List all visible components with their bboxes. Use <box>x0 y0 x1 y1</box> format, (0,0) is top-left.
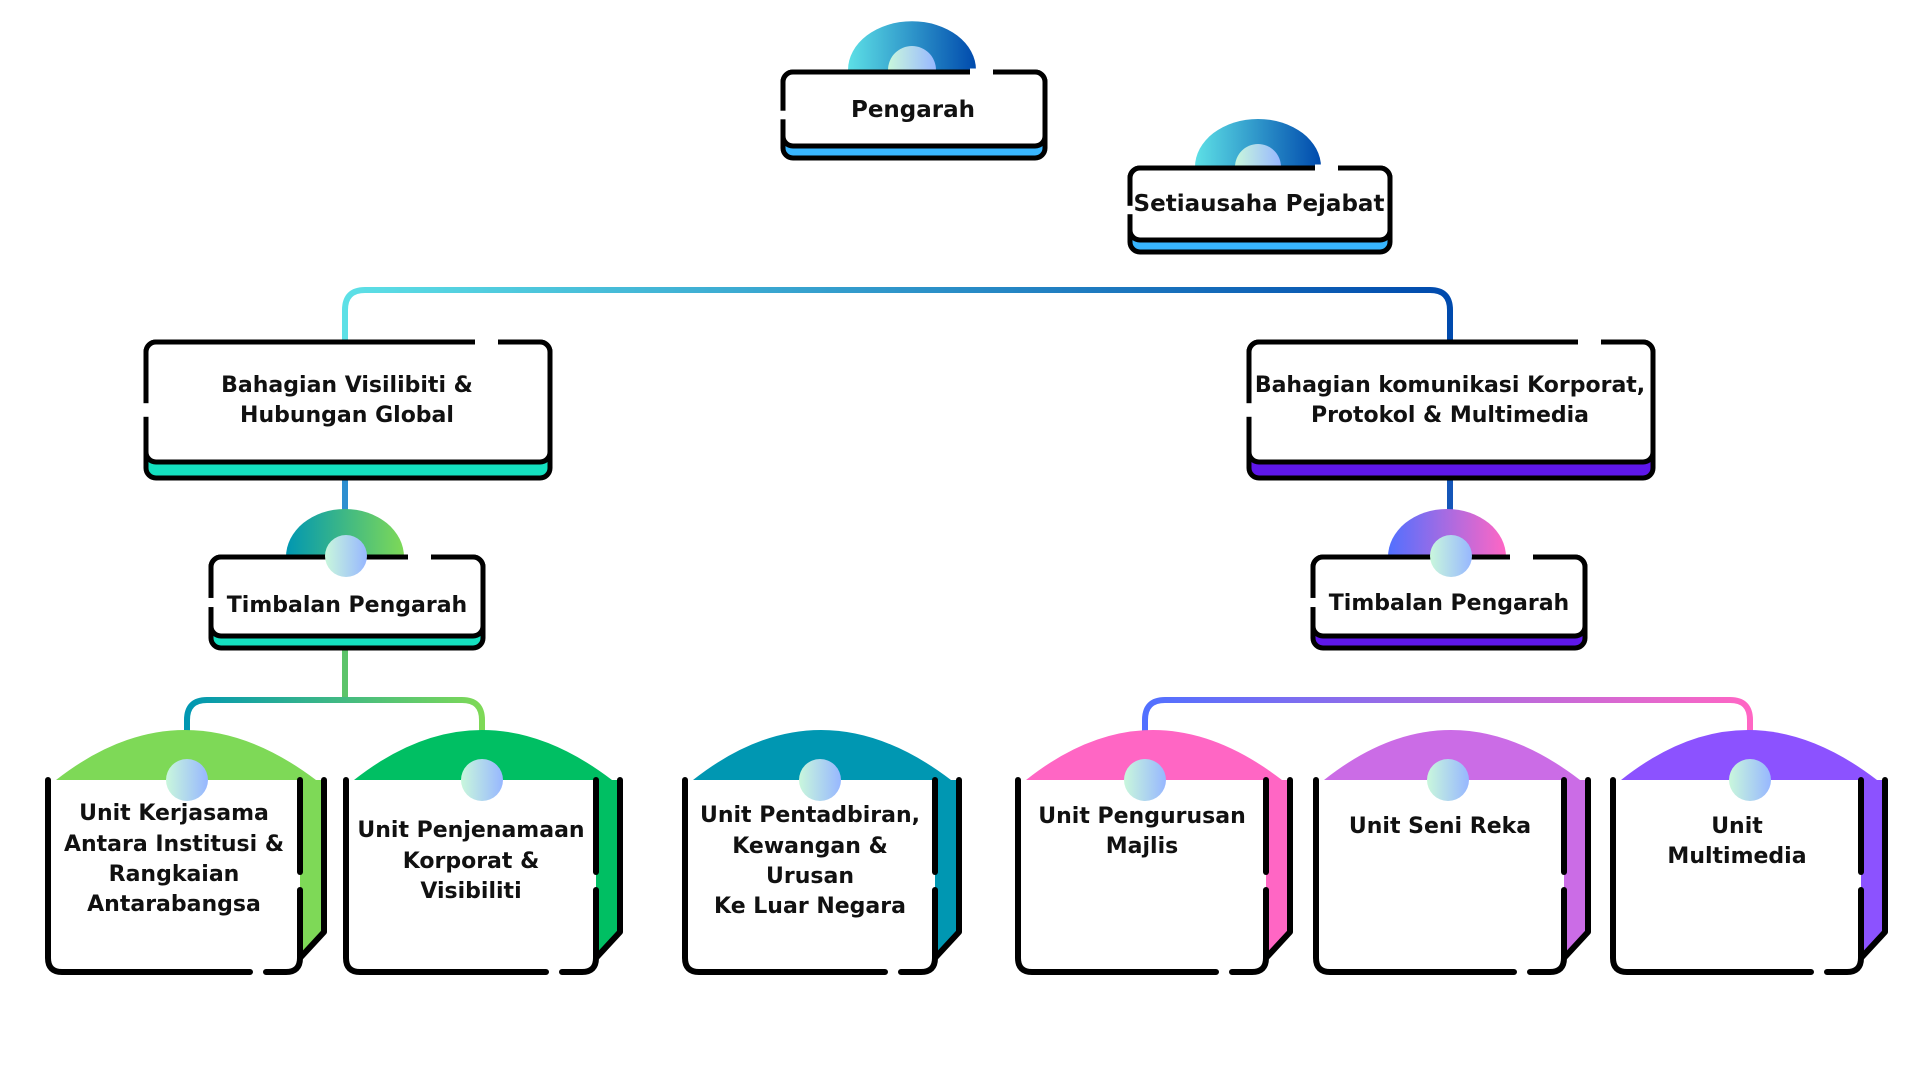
unit-dome <box>1621 730 1877 780</box>
dome-timbalan-right <box>1388 509 1506 557</box>
unit-node-5[interactable]: Unit Seni Reka <box>1320 792 1560 862</box>
node-ball-timbalan-left <box>325 535 367 577</box>
dome-pengarah <box>848 21 976 71</box>
unit-node-6[interactable]: Unit Multimedia <box>1617 792 1857 892</box>
node-timbalan-pengarah-right[interactable]: Timbalan Pengarah <box>1316 576 1582 632</box>
box-bahagian-visibiliti <box>142 338 553 481</box>
unit-box-5 <box>1313 730 1591 975</box>
node-ball <box>461 759 503 801</box>
unit-box-3 <box>682 730 962 975</box>
unit-label: Unit Kerjasama Antara Institusi & Rangka… <box>63 801 285 918</box>
unit-box-1 <box>45 730 327 975</box>
unit-box-2 <box>343 730 623 975</box>
unit-boxes <box>45 730 1888 975</box>
node-setiausaha-pejabat[interactable]: Setiausaha Pejabat <box>1133 172 1385 238</box>
box-bahagian-komunikasi <box>1245 338 1656 481</box>
unit-node-4[interactable]: Unit Pengurusan Majlis <box>1022 792 1262 872</box>
unit-label: Unit Seni Reka <box>1348 813 1532 839</box>
node-ball <box>1124 759 1166 801</box>
connectors <box>184 155 1753 783</box>
node-pengarah-label: Pengarah <box>850 97 976 124</box>
connector-left-group <box>184 697 485 773</box>
node-timbalan-right-label: Timbalan Pengarah <box>1328 590 1570 616</box>
node-pengarah[interactable]: Pengarah <box>786 76 1040 146</box>
node-bahagian-komunikasi-label: Bahagian komunikasi Korporat, Protokol &… <box>1254 372 1646 428</box>
unit-label: Unit Pengurusan Majlis <box>1038 803 1246 859</box>
unit-label: Unit Pentadbiran, Kewangan & Urusan Ke L… <box>699 803 921 920</box>
box-timbalan-left <box>207 553 486 651</box>
boxes <box>142 68 1656 651</box>
unit-box-6 <box>1610 730 1888 975</box>
unit-label: Unit Penjenamaan Korporat & Visibiliti <box>357 818 585 905</box>
unit-box-4 <box>1015 730 1293 975</box>
connector-main-horizontal <box>342 287 1453 343</box>
node-ball <box>1427 759 1469 801</box>
node-ball <box>1729 759 1771 801</box>
dome-timbalan-left <box>286 509 404 557</box>
node-bahagian-visibiliti-label: Bahagian Visilibiti & Hubungan Global <box>221 372 473 428</box>
unit-dome <box>693 730 951 780</box>
node-bahagian-komunikasi[interactable]: Bahagian komunikasi Korporat, Protokol &… <box>1253 346 1647 456</box>
box-setiausaha <box>1126 164 1393 255</box>
dome-setiausaha <box>1195 119 1321 167</box>
unit-dome <box>1026 730 1282 780</box>
box-pengarah <box>779 68 1048 161</box>
unit-label: Unit Multimedia <box>1667 813 1807 869</box>
node-timbalan-left-label: Timbalan Pengarah <box>226 592 468 618</box>
unit-dome <box>354 730 612 780</box>
node-ball-timbalan-right <box>1430 535 1472 577</box>
node-ball <box>166 759 208 801</box>
unit-dome <box>56 730 316 780</box>
box-timbalan-right <box>1309 553 1588 651</box>
connector-right-group <box>1142 697 1753 773</box>
node-ball <box>799 759 841 801</box>
node-timbalan-pengarah-left[interactable]: Timbalan Pengarah <box>214 578 480 634</box>
unit-node-2[interactable]: Unit Penjenamaan Korporat & Visibiliti <box>350 792 592 932</box>
unit-node-1[interactable]: Unit Kerjasama Antara Institusi & Rangka… <box>52 792 296 928</box>
node-bahagian-visibiliti[interactable]: Bahagian Visilibiti & Hubungan Global <box>150 346 544 456</box>
unit-dome <box>1324 730 1580 780</box>
node-setiausaha-label: Setiausaha Pejabat <box>1133 191 1385 218</box>
unit-node-3[interactable]: Unit Pentadbiran, Kewangan & Urusan Ke L… <box>689 792 931 932</box>
